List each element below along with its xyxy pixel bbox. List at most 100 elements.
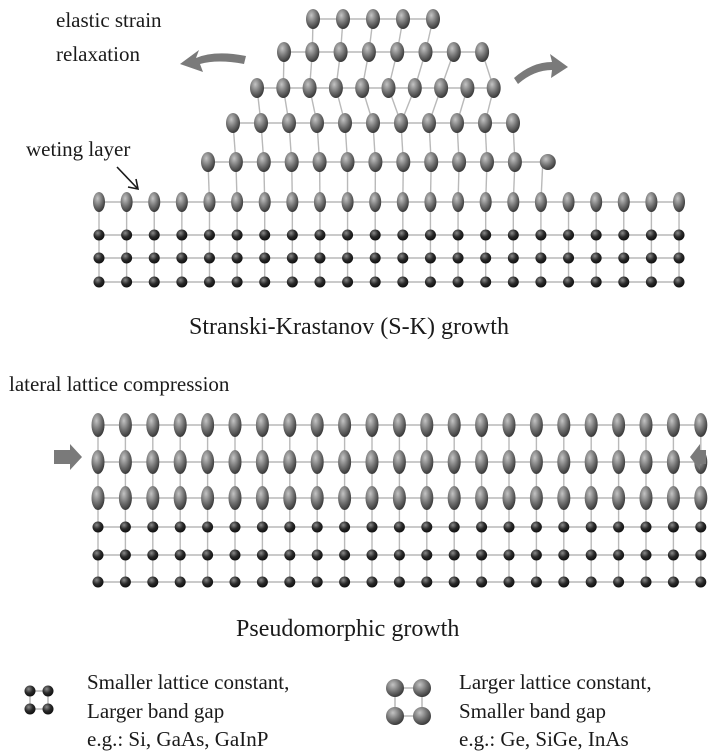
small-atom <box>311 549 323 561</box>
small-atom <box>397 276 409 288</box>
large-atom <box>434 78 449 98</box>
small-atom <box>203 276 215 288</box>
small-atom <box>452 252 464 264</box>
large-atom <box>276 78 291 98</box>
small-atom <box>640 521 652 533</box>
small-atom <box>256 549 268 561</box>
small-atom <box>585 521 597 533</box>
small-atom <box>311 576 323 588</box>
large-atom <box>407 78 422 98</box>
large-atom <box>639 450 653 474</box>
small-atom <box>148 252 160 264</box>
sk-growth-title: Stranski-Krastanov (S-K) growth <box>189 314 509 340</box>
elastic-strain-label: elastic strain <box>56 8 162 32</box>
large-atom <box>338 413 352 437</box>
large-atom <box>452 192 465 212</box>
small-atom <box>393 521 405 533</box>
small-atom <box>421 576 433 588</box>
large-atom <box>475 42 490 62</box>
small-atom <box>369 229 381 241</box>
small-atom <box>148 276 160 288</box>
small-atom <box>452 229 464 241</box>
small-atom <box>503 549 515 561</box>
large-atom <box>146 450 160 474</box>
small-atom <box>452 276 464 288</box>
large-atom <box>228 413 242 437</box>
small-atom <box>119 576 131 588</box>
large-atom <box>310 113 324 133</box>
large-atom <box>422 113 436 133</box>
large-atom <box>255 413 269 437</box>
legend-small-lattice-icon <box>24 685 54 715</box>
small-atom <box>366 521 378 533</box>
small-atom <box>121 252 133 264</box>
small-atom <box>448 521 460 533</box>
large-atom <box>118 450 132 474</box>
large-atom <box>557 450 571 474</box>
large-atom <box>426 9 440 29</box>
compression-arrow-right-icon <box>690 444 706 470</box>
large-atom <box>228 450 242 474</box>
small-atom <box>93 229 105 241</box>
small-atom <box>259 252 271 264</box>
large-atom <box>486 78 501 98</box>
small-atom <box>342 252 354 264</box>
large-atom <box>612 486 626 510</box>
small-atom <box>667 521 679 533</box>
large-atom <box>283 450 297 474</box>
small-atom <box>393 549 405 561</box>
small-atom <box>673 276 685 288</box>
large-atom <box>146 413 160 437</box>
large-atom <box>173 486 187 510</box>
large-atom <box>529 450 543 474</box>
small-atom <box>503 521 515 533</box>
large-atom <box>584 486 598 510</box>
small-atom <box>613 576 625 588</box>
small-atom <box>673 229 685 241</box>
large-atom <box>645 192 658 212</box>
large-atom <box>328 78 343 98</box>
small-atom <box>93 276 105 288</box>
large-atom <box>310 450 324 474</box>
large-atom <box>502 486 516 510</box>
large-atom <box>277 42 291 62</box>
small-atom <box>366 576 378 588</box>
large-atom <box>310 486 324 510</box>
small-atom <box>397 252 409 264</box>
small-atom <box>342 229 354 241</box>
small-atom <box>176 252 188 264</box>
legend-large-line2: Smaller band gap <box>459 699 606 723</box>
large-atom <box>584 413 598 437</box>
small-atom <box>92 576 104 588</box>
large-atom <box>529 486 543 510</box>
large-atom <box>338 113 352 133</box>
large-atom <box>366 9 380 29</box>
small-atom <box>695 549 707 561</box>
small-atom <box>174 521 186 533</box>
small-atom <box>284 521 296 533</box>
small-atom <box>480 252 492 264</box>
large-atom <box>256 152 271 172</box>
large-atom <box>255 450 269 474</box>
large-atom <box>91 486 105 510</box>
compression-arrow-left-icon <box>54 444 82 470</box>
small-atom <box>311 521 323 533</box>
sk-lattice <box>93 9 686 288</box>
large-atom <box>639 486 653 510</box>
large-atom <box>475 413 489 437</box>
large-atom <box>336 9 350 29</box>
large-atom <box>420 413 434 437</box>
small-atom <box>339 549 351 561</box>
large-atom <box>228 152 243 172</box>
small-atom <box>480 276 492 288</box>
small-atom <box>613 549 625 561</box>
wetting-layer-label: weting layer <box>26 137 131 161</box>
small-atom <box>174 549 186 561</box>
small-atom <box>476 576 488 588</box>
large-atom <box>392 450 406 474</box>
large-atom <box>617 192 630 212</box>
small-atom <box>203 229 215 241</box>
small-atom <box>148 229 160 241</box>
